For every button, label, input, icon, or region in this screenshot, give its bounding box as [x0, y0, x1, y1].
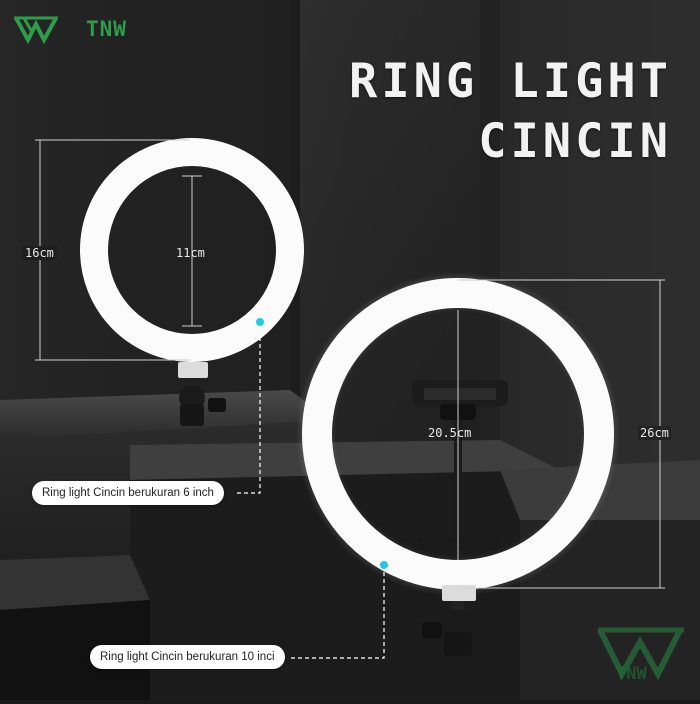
title-line-1: RING LIGHT	[349, 54, 672, 109]
large-ring-callout-connector	[290, 572, 385, 659]
large-ring	[302, 278, 614, 590]
small-ring-inner-diameter-label: 11cm	[176, 246, 205, 260]
page-title: RING LIGHT CINCIN	[349, 52, 672, 172]
large-ring-mount-neck	[452, 601, 464, 613]
small-ring-mount-collar	[178, 362, 208, 378]
step-top-surface-left	[0, 390, 330, 440]
large-ring-mount-collar	[442, 585, 476, 601]
title-line-2: CINCIN	[478, 114, 672, 169]
large-ring-ballhead-base	[444, 632, 472, 656]
small-ring-callout: Ring light Cincin berukuran 6 inch	[32, 481, 224, 505]
small-ring-mount-neck	[188, 378, 198, 388]
phone-holder-clamp-inner	[424, 388, 496, 400]
tnw-watermark-icon	[597, 627, 684, 681]
watermark-text: TNW	[616, 664, 647, 684]
step-lower-left	[0, 555, 150, 610]
large-ring-knob	[422, 622, 442, 638]
tnw-logo-icon	[14, 16, 58, 44]
small-ring	[80, 138, 304, 362]
large-ring-inner-diameter-label: 20.5cm	[428, 426, 472, 440]
large-ring-indicator-dot	[380, 561, 388, 569]
small-ring-callout-connector	[236, 330, 261, 494]
brand-logo: TNW	[14, 14, 127, 44]
large-ring-outer-diameter-label: 26cm	[638, 426, 671, 440]
small-ring-knob	[208, 398, 226, 412]
large-ring-callout: Ring light Cincin berukuran 10 inci	[90, 645, 285, 669]
brand-name: TNW	[86, 17, 127, 41]
small-ring-ballhead-base	[180, 404, 204, 426]
step-front-right	[520, 520, 700, 700]
small-ring-indicator-dot	[256, 318, 264, 326]
step-lower-left-front	[0, 600, 150, 700]
small-ring-outer-diameter-label: 16cm	[22, 246, 57, 260]
